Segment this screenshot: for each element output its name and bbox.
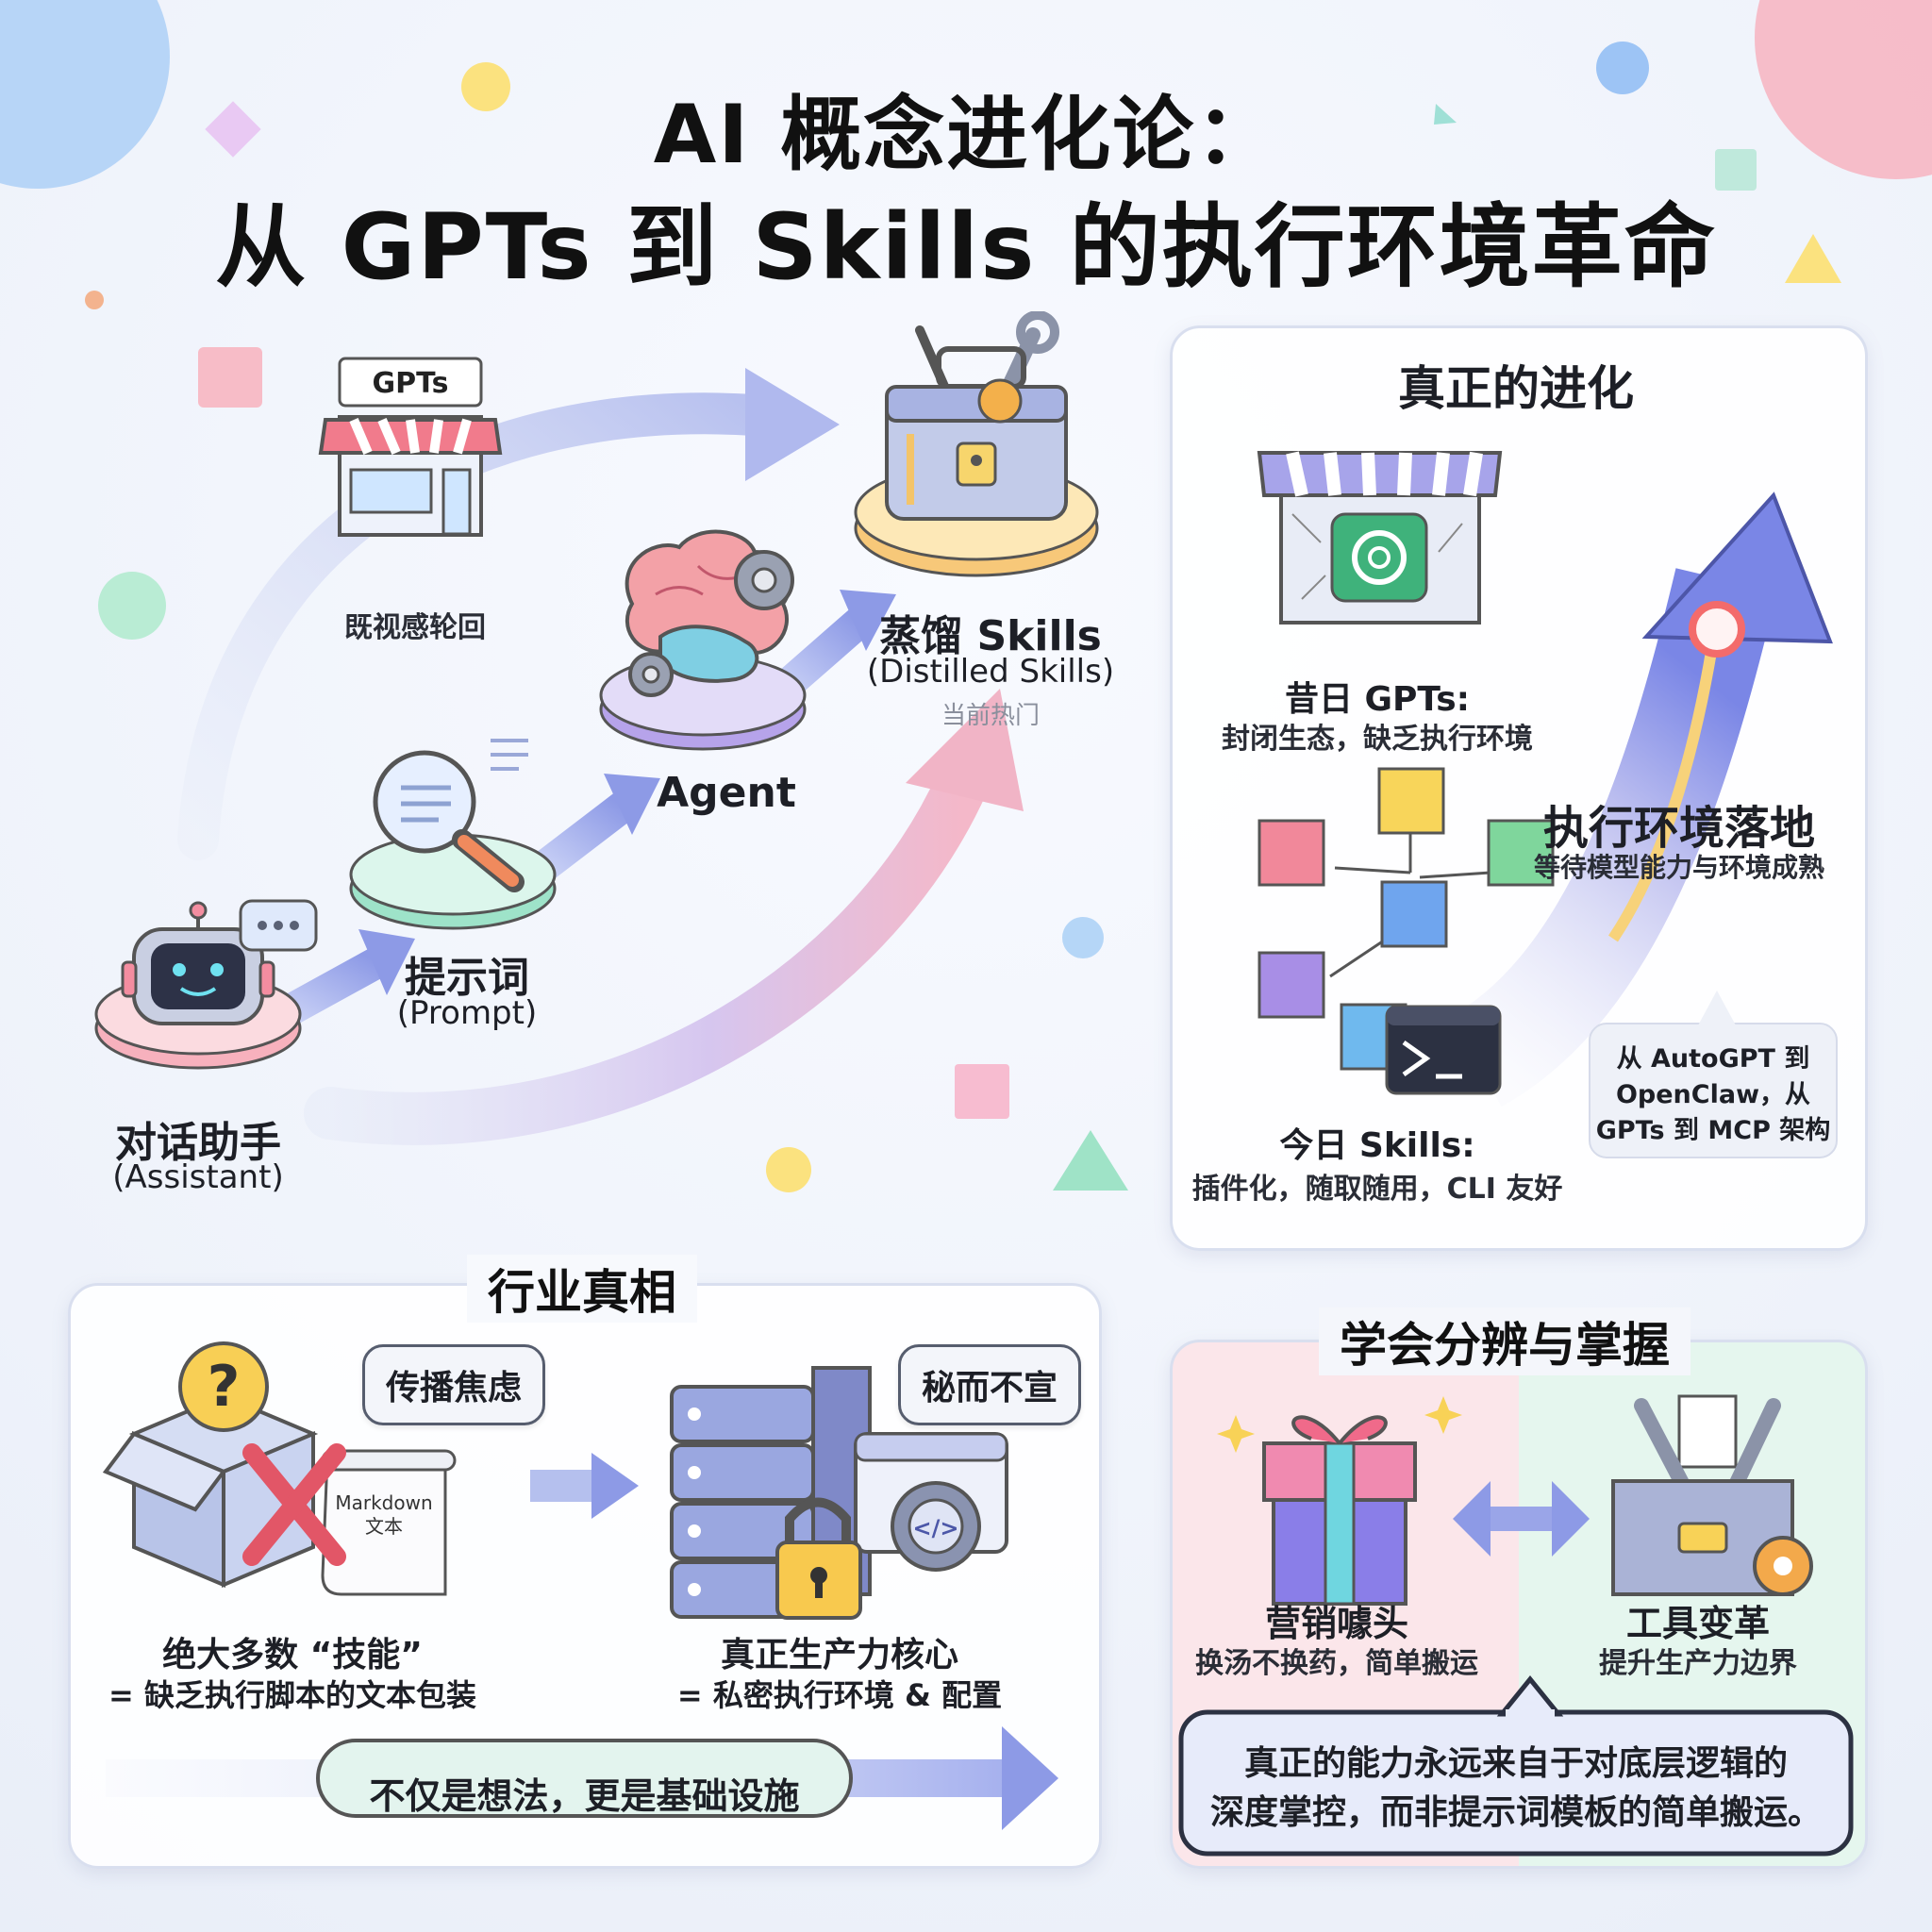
prompt-label: 提示词 xyxy=(405,954,529,1002)
marketing-desc: 换汤不换药，简单搬运 xyxy=(1195,1647,1478,1680)
callout-line-1: 从 AutoGPT 到 xyxy=(1616,1044,1810,1074)
arrow-desc: 等待模型能力与环境成熟 xyxy=(1533,852,1824,883)
bubble-spread-anxiety: 传播焦虑 xyxy=(362,1344,546,1425)
tool-change-desc: 提升生产力边界 xyxy=(1599,1647,1797,1680)
quote-line-1: 真正的能力永远来自于对底层逻辑的 xyxy=(1243,1744,1788,1783)
title-line-2: 从 GPTs 到 Skills 的执行环境革命 xyxy=(215,194,1717,300)
double-arrow-icon xyxy=(1453,1481,1590,1557)
prompt-sub: (Prompt) xyxy=(396,994,538,1032)
store-sign-text: GPTs xyxy=(373,367,449,400)
arc-bottom-arrowhead xyxy=(906,689,1024,811)
gift-box-icon xyxy=(1217,1396,1462,1606)
robot-icon xyxy=(121,899,318,1025)
tools-box-icon xyxy=(1611,1394,1813,1596)
today-skills-label: 今日 Skills: xyxy=(1279,1126,1475,1165)
arc-top-arrowhead xyxy=(745,368,840,481)
red-x-icon xyxy=(242,1443,346,1566)
toolbox-icon xyxy=(885,311,1068,521)
past-gpts-desc: 封闭生态，缺乏执行环境 xyxy=(1222,723,1533,756)
agent-label: Agent xyxy=(657,769,796,817)
svg-text:文本: 文本 xyxy=(365,1515,403,1538)
industry-graphics: ? Markdown 文本 </> xyxy=(102,1341,1058,1830)
bubble-secret: 秘而不宣 xyxy=(898,1344,1082,1425)
true-evolution-title: 真正的进化 xyxy=(1398,361,1634,416)
callout-line-3: GPTs 到 MCP 架构 xyxy=(1595,1116,1831,1145)
discern-graphics xyxy=(1178,1394,1854,1857)
banner-pill xyxy=(316,1739,853,1818)
tool-change-label: 工具变革 xyxy=(1625,1603,1770,1644)
lock-icon xyxy=(775,1497,862,1620)
brain-gear-icon xyxy=(625,529,794,697)
industry-title: 行业真相 xyxy=(467,1255,697,1323)
svg-text:?: ? xyxy=(208,1354,241,1420)
markdown-doc-icon: Markdown 文本 xyxy=(321,1449,457,1596)
store-caption: 既视感轮回 xyxy=(344,611,486,644)
industry-arrow xyxy=(591,1453,639,1519)
true-evolution-graphics xyxy=(1257,451,1838,1158)
right-truth-desc: = 私密执行环境 & 配置 xyxy=(676,1677,1003,1713)
magnifier-icon xyxy=(373,739,528,892)
past-gpts-label: 昔日 GPTs: xyxy=(1284,680,1471,719)
right-truth-title: 真正生产力核心 xyxy=(720,1636,958,1674)
quote-line-2: 深度掌控，而非提示词模板的简单搬运。 xyxy=(1209,1793,1822,1832)
arc-bottom-arrow xyxy=(304,757,989,1145)
today-skills-desc: 插件化，随取随用，CLI 友好 xyxy=(1191,1173,1563,1206)
svg-text:Markdown: Markdown xyxy=(335,1491,432,1514)
skills-sub: (Distilled Skills) xyxy=(866,653,1115,691)
evolution-flow: GPTs xyxy=(94,311,1099,1145)
banner-text: 不仅是想法，更是基础设施 xyxy=(369,1775,800,1817)
arrow-label: 执行环境落地 xyxy=(1542,802,1815,855)
svg-text:</>: </> xyxy=(913,1515,959,1541)
code-window-icon: </> xyxy=(854,1432,1008,1572)
banner-arrowhead xyxy=(1002,1726,1058,1830)
skills-label: 蒸馏 Skills xyxy=(879,612,1102,660)
plugin-cubes-icon xyxy=(1257,767,1555,1095)
title-line-1: AI 概念进化论： xyxy=(653,88,1279,182)
left-truth-title: 绝大多数 “技能” xyxy=(162,1636,423,1674)
discern-title: 学会分辨与掌握 xyxy=(1319,1307,1690,1375)
question-icon xyxy=(178,1341,269,1432)
callout-line-2: OpenClaw，从 xyxy=(1615,1080,1811,1109)
gpts-store-icon: GPTs xyxy=(318,357,503,537)
empty-box-icon: ? xyxy=(102,1341,319,1589)
assistant-label: 对话助手 xyxy=(115,1119,281,1167)
skills-note: 当前热门 xyxy=(941,702,1040,730)
marketing-label: 营销噱头 xyxy=(1264,1603,1408,1644)
left-truth-desc: = 缺乏执行脚本的文本包装 xyxy=(108,1677,476,1713)
gpts-store-closed-icon xyxy=(1257,451,1503,625)
assistant-sub: (Assistant) xyxy=(112,1158,284,1196)
